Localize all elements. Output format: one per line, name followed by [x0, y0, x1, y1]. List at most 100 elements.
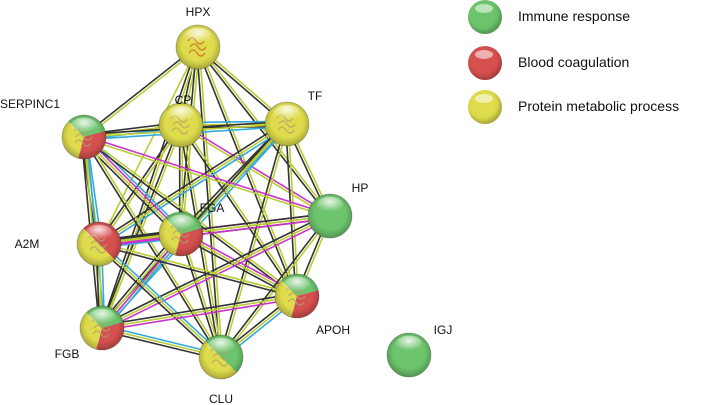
edge-line-textmining — [84, 47, 200, 139]
node-serpinc1[interactable]: SERPINC1 — [0, 97, 107, 160]
node-hpx[interactable]: HPX — [175, 5, 221, 70]
edge-line-textmining — [98, 46, 199, 245]
legend-item-blood-coagulation: Blood coagulation — [468, 46, 706, 80]
edge-hpx-hp — [196, 45, 332, 218]
edge-line-coexpression — [98, 212, 330, 243]
node-gloss — [207, 337, 235, 355]
edge-line-textmining — [181, 124, 224, 357]
legend: Immune response Blood coagulation Protei… — [468, 0, 706, 130]
node-label: SERPINC1 — [0, 97, 60, 111]
legend-swatch-red — [468, 46, 502, 80]
edge-tf-clu — [218, 123, 290, 358]
edge-line-textmining — [198, 46, 224, 357]
node-a2m[interactable]: A2M — [15, 221, 122, 267]
node-gloss — [70, 117, 98, 135]
node-apoh[interactable]: APOH — [274, 273, 350, 337]
edge-line-textmining — [83, 137, 330, 218]
edge-line-coexpression — [179, 125, 297, 298]
edge-line-database — [100, 241, 224, 356]
node-label: IGJ — [434, 323, 453, 337]
edge-line-coexpression — [82, 45, 198, 137]
edge-a2m-clu — [96, 241, 224, 360]
edge-line-textmining — [181, 123, 299, 296]
edge-cp-apoh — [179, 123, 299, 298]
node-cp[interactable]: CP — [158, 93, 204, 148]
edge-line-coexpression — [218, 123, 287, 357]
node-gloss — [283, 276, 311, 294]
edge-a2m-apoh — [98, 241, 298, 299]
edge-apoh-fgb — [101, 292, 298, 332]
edge-line-coexpression — [101, 292, 297, 327]
edge-line-textmining — [99, 125, 183, 246]
edge-line-textmining — [84, 135, 223, 357]
node-label: A2M — [15, 237, 40, 251]
edge-line-coexpression — [284, 124, 297, 297]
edge-line-coexpression — [97, 121, 287, 243]
edge-hpx-a2m — [98, 46, 199, 245]
edge-line-textmining — [179, 125, 330, 218]
node-fga[interactable]: FGA — [158, 201, 225, 257]
edge-cp-hp — [179, 123, 332, 218]
legend-label: Immune response — [518, 8, 631, 24]
node-label: FGB — [55, 347, 80, 361]
edge-line-textmining — [287, 123, 300, 296]
edge-line-textmining — [198, 45, 332, 216]
edge-line-textmining — [99, 241, 298, 296]
edge-serpinc1-clu — [82, 135, 223, 359]
node-gloss — [167, 105, 195, 123]
node-gloss — [273, 104, 301, 122]
node-label: HP — [352, 181, 369, 195]
legend-swatch-yellow — [468, 90, 502, 124]
node-gloss — [85, 224, 113, 242]
edge-line-textmining — [101, 295, 298, 329]
edge-line-coexpression — [96, 245, 220, 360]
edge-line-coexpression — [82, 137, 221, 359]
edge-line-textmining — [101, 215, 331, 329]
edge-line-experimental — [181, 123, 332, 216]
legend-label: Protein metabolic process — [518, 98, 680, 114]
node-gloss — [395, 335, 423, 353]
node-clu[interactable]: CLU — [198, 334, 244, 405]
edge-serpinc1-hp — [83, 135, 331, 218]
edge-line-textmining — [98, 215, 331, 245]
node-label: CLU — [209, 392, 233, 405]
node-fgb[interactable]: FGB — [55, 305, 125, 361]
edge-tf-a2m — [97, 121, 289, 247]
edge-line-textmining — [221, 216, 332, 359]
node-tf[interactable]: TF — [264, 89, 323, 147]
edge-line-coexpression — [98, 244, 297, 299]
node-label: APOH — [316, 323, 350, 337]
edge-line-coexpression — [196, 47, 330, 218]
node-label: CP — [175, 93, 192, 107]
edge-line-database — [99, 125, 289, 247]
node-label: TF — [308, 89, 323, 103]
edge-hpx-serpinc1 — [82, 45, 200, 139]
edge-line-textmining — [98, 243, 222, 358]
legend-label: Blood coagulation — [518, 54, 630, 70]
edge-line-experimental — [84, 135, 331, 216]
edge-cp-a2m — [97, 123, 183, 246]
edge-hp-a2m — [98, 212, 331, 248]
legend-swatch-green — [468, 0, 502, 34]
legend-item-protein-metabolic-process: Protein metabolic process — [468, 90, 706, 124]
edge-line-coexpression — [100, 212, 330, 327]
node-label: HPX — [186, 5, 211, 19]
node-hp[interactable]: HP — [307, 181, 369, 239]
node-igj[interactable]: IGJ — [386, 323, 453, 378]
node-gloss — [88, 308, 116, 326]
node-gloss — [316, 196, 344, 214]
edge-line-textmining — [102, 125, 183, 329]
edge-line-textmining — [82, 137, 181, 236]
edge-line-coexpression — [97, 123, 181, 244]
edge-line-coexpression — [219, 214, 330, 357]
node-gloss — [184, 27, 212, 45]
edge-line-textmining — [221, 124, 290, 358]
legend-item-immune-response: Immune response — [468, 0, 706, 34]
edge-line-experimental — [102, 297, 298, 332]
edge-tf-apoh — [284, 123, 300, 297]
node-gloss — [167, 214, 195, 232]
edge-hp-clu — [219, 214, 332, 359]
node-label: FGA — [200, 201, 225, 215]
